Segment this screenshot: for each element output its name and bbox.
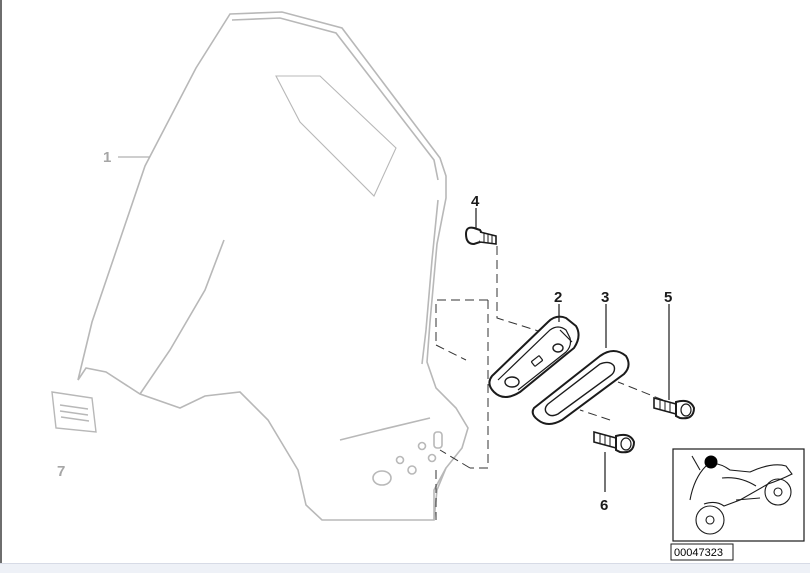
windscreen xyxy=(77,11,469,521)
callout-2: 2 xyxy=(554,289,562,306)
motorcycle-locator-thumbnail xyxy=(672,448,805,542)
reference-number-box: 00047323 xyxy=(670,543,734,561)
assembly-guide-lines xyxy=(435,246,664,520)
screw-part-4 xyxy=(464,226,497,246)
screw-part-5 xyxy=(653,396,696,420)
screw-part-6 xyxy=(593,430,636,454)
bottom-status-strip xyxy=(0,563,810,573)
leader-lines xyxy=(475,208,670,492)
callout-1: 1 xyxy=(103,149,111,166)
callout-3: 3 xyxy=(601,289,609,306)
callout-5: 5 xyxy=(664,289,672,306)
warning-label-sticker xyxy=(51,391,97,433)
callout-6: 6 xyxy=(600,497,608,514)
callout-4: 4 xyxy=(471,193,480,210)
highlight-marker xyxy=(704,455,718,469)
mounting-bracket xyxy=(488,315,580,398)
left-edge-border xyxy=(0,0,2,572)
callout-7: 7 xyxy=(57,463,65,480)
reference-number: 00047323 xyxy=(674,547,723,559)
rubber-gasket xyxy=(531,350,630,425)
